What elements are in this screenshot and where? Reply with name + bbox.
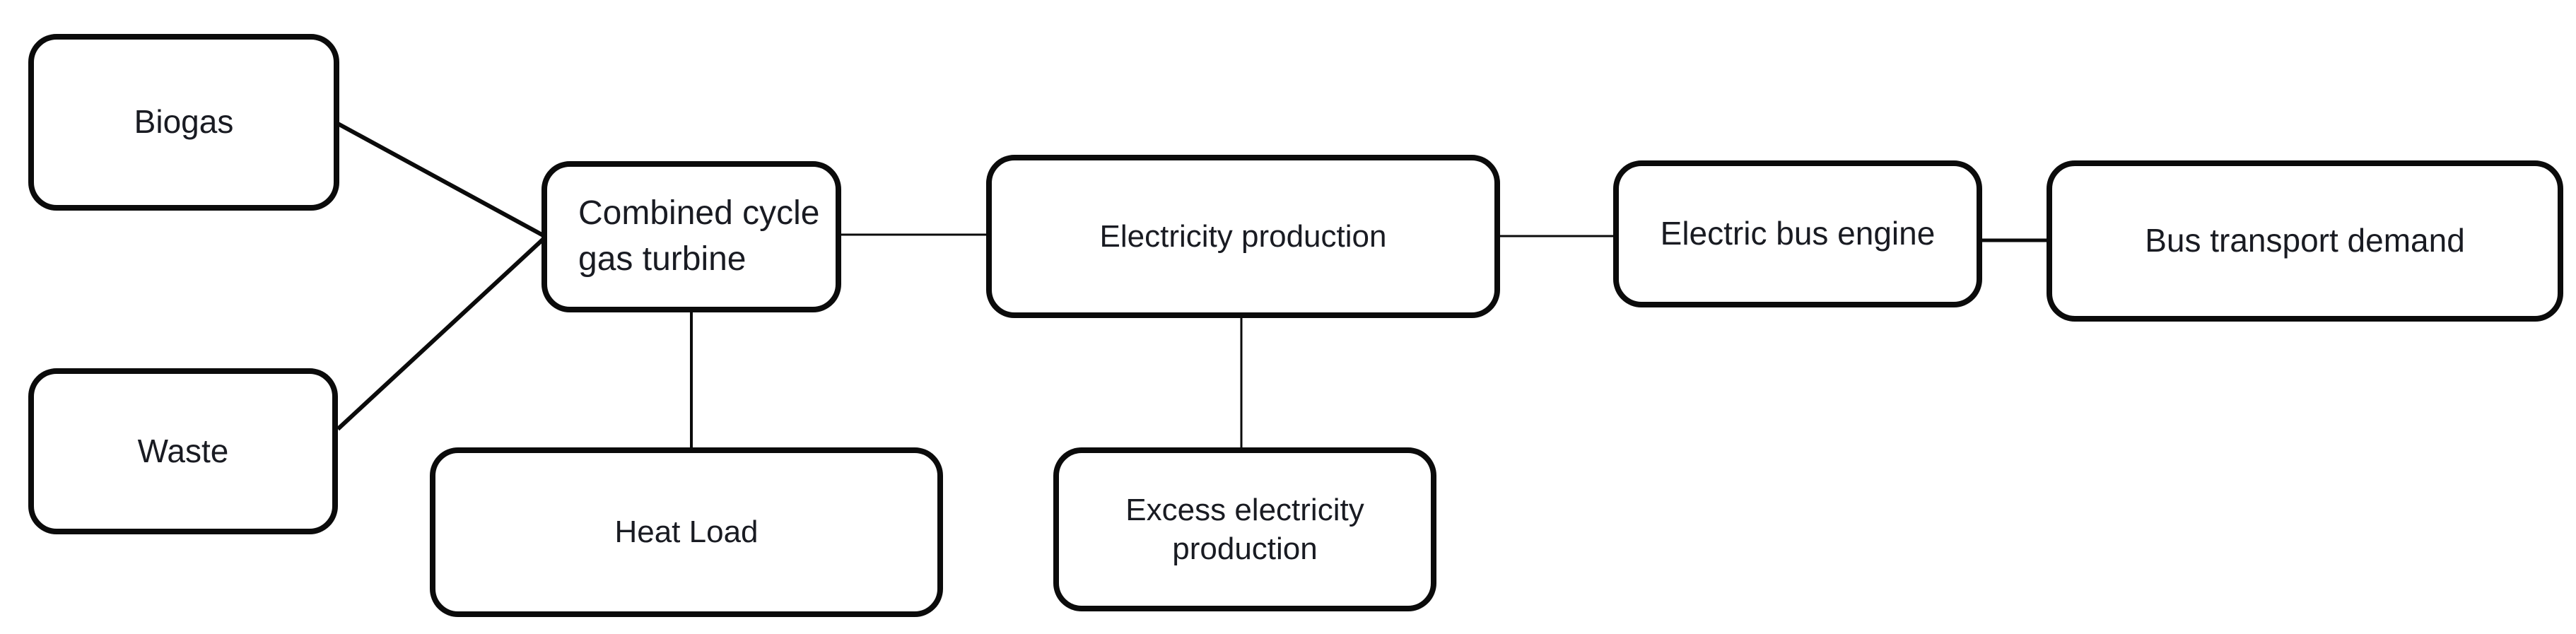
node-electric-bus-engine-label: Electric bus engine <box>1660 215 1936 252</box>
edge-waste-to-ccgt <box>336 235 548 431</box>
node-combined-cycle-gas-turbine: Combined cycle gas turbine <box>541 161 841 312</box>
node-heat-load-label: Heat Load <box>614 515 759 550</box>
node-biogas: Biogas <box>28 34 339 211</box>
node-waste-label: Waste <box>137 432 229 469</box>
node-bus-transport-demand-label: Bus transport demand <box>2145 222 2465 259</box>
node-excess-electricity-production: Excess electricity production <box>1053 447 1436 611</box>
node-heat-load: Heat Load <box>430 447 943 617</box>
edge-biogas-to-ccgt <box>336 122 547 239</box>
node-combined-cycle-gas-turbine-label: Combined cycle gas turbine <box>578 194 820 278</box>
node-waste: Waste <box>28 368 338 534</box>
node-excess-electricity-production-label: Excess electricity production <box>1125 493 1364 566</box>
node-bus-transport-demand: Bus transport demand <box>2047 160 2563 322</box>
node-electricity-production: Electricity production <box>986 155 1500 318</box>
node-electricity-production-label: Electricity production <box>1099 218 1387 254</box>
node-biogas-label: Biogas <box>134 103 234 141</box>
node-electric-bus-engine: Electric bus engine <box>1613 160 1982 307</box>
